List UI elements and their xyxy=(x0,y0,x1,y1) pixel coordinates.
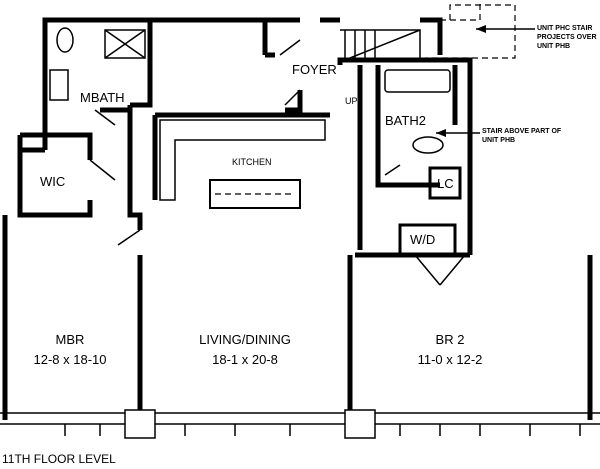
lc-closet xyxy=(428,166,462,200)
wic-walls xyxy=(17,132,93,218)
stair-above-note: STAIR ABOVE PART OF UNIT PHB xyxy=(482,128,562,144)
foyer-label: FOYER xyxy=(292,62,337,77)
kitchen-counter xyxy=(152,112,330,200)
br2-name: BR 2 xyxy=(435,332,465,347)
wd-closet xyxy=(398,223,457,257)
kitchen-island xyxy=(209,179,301,209)
wd-label: W/D xyxy=(410,232,436,247)
up-label: UP xyxy=(345,96,358,106)
mbr-name: MBR xyxy=(55,332,85,347)
mbr-room: MBR 12-8 x 18-10 xyxy=(20,330,120,370)
br2-size: 11-0 x 12-2 xyxy=(417,352,483,367)
stair xyxy=(340,29,421,61)
column xyxy=(344,409,376,439)
mbath-label: MBATH xyxy=(80,90,125,105)
br2-room: BR 2 11-0 x 12-2 xyxy=(400,330,500,370)
partition-wall xyxy=(100,105,143,410)
phc-stair-note: UNIT PHC STAIR PROJECTS OVER UNIT PHB xyxy=(537,25,597,50)
phc-stair-outline xyxy=(420,2,516,59)
floor-level-label: 11TH FLOOR LEVEL xyxy=(2,452,116,466)
wic-label: WIC xyxy=(40,174,66,189)
column xyxy=(124,409,156,439)
living-name: LIVING/DINING xyxy=(199,332,291,347)
living-size: 18-1 x 20-8 xyxy=(212,352,278,367)
bottom-wall xyxy=(0,412,600,425)
bath2-label: BATH2 xyxy=(385,113,426,128)
kitchen-label: KITCHEN xyxy=(232,157,272,167)
lc-label: LC xyxy=(437,176,454,191)
mbr-size: 12-8 x 18-10 xyxy=(33,352,107,367)
living-room: LIVING/DINING 18-1 x 20-8 xyxy=(185,330,305,370)
